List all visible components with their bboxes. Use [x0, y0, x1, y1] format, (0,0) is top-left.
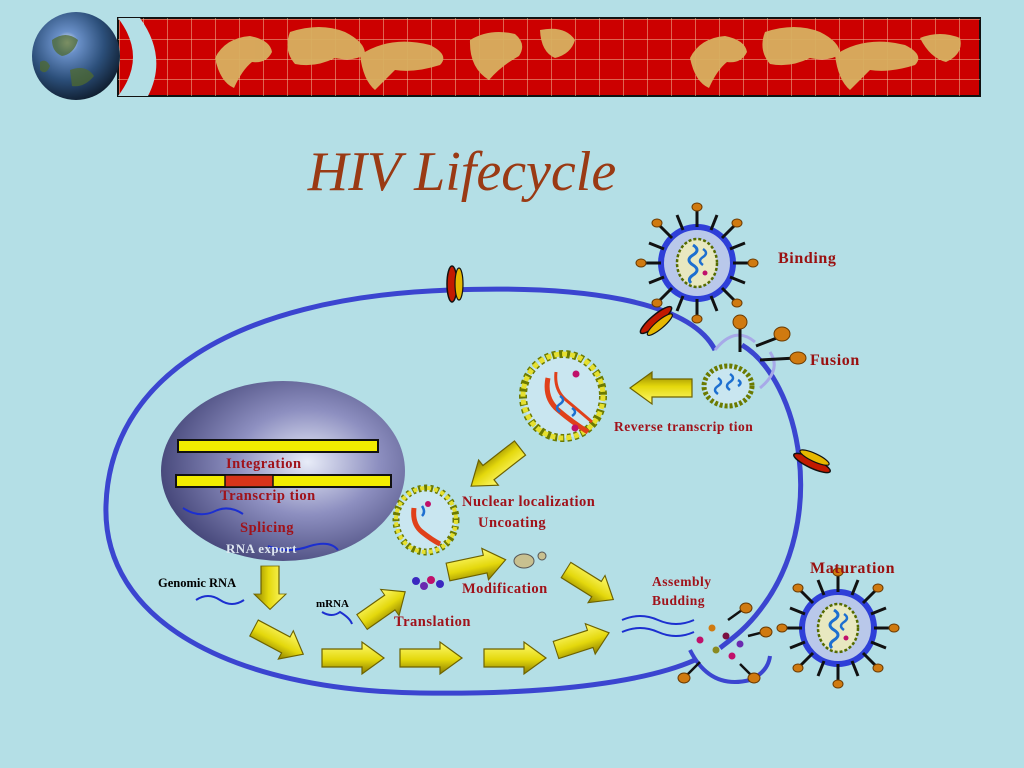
arrow [321, 641, 385, 675]
label-fusion: Fusion [810, 352, 860, 369]
label-nuclear-localization: Nuclear localization [462, 494, 595, 510]
nucleus [161, 381, 405, 561]
label-splicing: Splicing [240, 520, 294, 536]
genomic-rna-strand [195, 595, 245, 605]
arrow [399, 641, 463, 675]
budding-virion [677, 602, 773, 684]
virion-mature [777, 568, 899, 688]
receptor [639, 305, 673, 336]
cell-membrane [103, 286, 804, 696]
label-maturation: Maturation [810, 560, 895, 577]
budding-rna [621, 615, 695, 637]
label-reverse-transcription: Reverse transcrip tion [614, 419, 753, 434]
page-title: HIV Lifecycle [307, 141, 617, 203]
fusion-core [701, 314, 807, 409]
label-genomic-rna: Genomic RNA [158, 576, 236, 590]
label-integration: Integration [226, 456, 302, 472]
mrna-strand [321, 610, 353, 625]
header-banner [117, 17, 981, 97]
arrow [460, 434, 531, 500]
globe-icon [32, 12, 120, 100]
arrow [629, 371, 693, 405]
label-uncoating: Uncoating [478, 515, 546, 531]
label-budding: Budding [652, 593, 705, 608]
arrow [550, 616, 615, 666]
uncoating-capsule [392, 484, 460, 556]
label-rna-export: RNA export [226, 541, 297, 556]
arrow [556, 555, 623, 614]
virion-binding [636, 203, 758, 323]
world-map-banner [215, 27, 961, 90]
label-transcription: Transcrip tion [220, 488, 316, 504]
arrow [253, 565, 287, 611]
arrow [483, 641, 547, 675]
label-assembly: Assembly [652, 574, 712, 589]
receptor [446, 265, 464, 303]
protein-modification [412, 551, 547, 590]
label-modification: Modification [462, 581, 548, 597]
label-translation: Translation [394, 614, 471, 630]
label-binding: Binding [778, 250, 836, 267]
rt-capsule [523, 354, 603, 438]
arrow [245, 613, 312, 669]
label-mrna: mRNA [316, 598, 349, 610]
receptor [793, 449, 831, 474]
